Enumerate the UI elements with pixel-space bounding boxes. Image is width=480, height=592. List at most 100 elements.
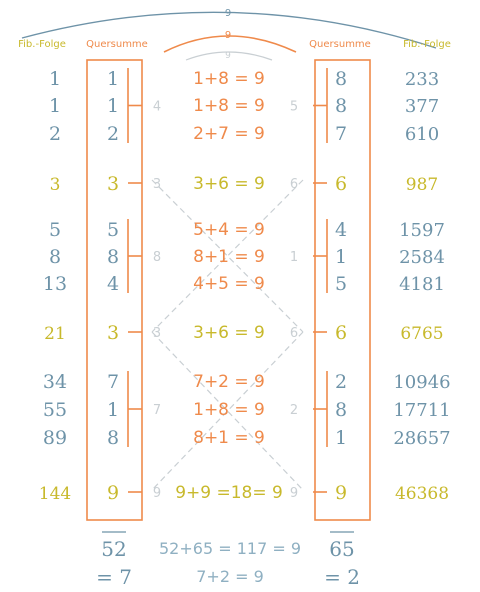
digit-sum-left-value: 5: [107, 219, 119, 241]
sum-left-result: = 7: [96, 565, 132, 589]
digit-sum-right-value: 2: [335, 371, 347, 393]
digit-sum-right-value: 5: [335, 273, 347, 295]
sum-left: 52: [101, 537, 126, 561]
pair-equation: 1+8 = 9: [193, 96, 265, 116]
pair-equation: 2+7 = 9: [193, 124, 265, 144]
fib-left-value: 13: [43, 273, 67, 295]
digit-sum-left-value: 1: [107, 95, 119, 117]
table-row: 2 2 2+7 = 9 7 610: [49, 123, 439, 145]
digit-sum-right-value: 4: [335, 219, 347, 241]
header-qs-right: Quersumme: [309, 39, 371, 50]
fib-right-value: 233: [405, 69, 439, 90]
digit-sum-right-value: 1: [335, 427, 347, 449]
digit-sum-left-value: 1: [107, 68, 119, 90]
table-row: 21 3 3+6 = 9 6 6765: [44, 322, 443, 344]
left-digit-sum-box: [86, 59, 143, 521]
left-group-sum-label: 9: [153, 486, 161, 501]
digit-sum-right-value: 6: [335, 322, 347, 344]
pair-equation: 8+1 = 9: [193, 247, 265, 267]
digit-sum-left-value: 3: [107, 173, 119, 195]
digit-sum-left-value: 9: [107, 482, 119, 504]
digit-sum-right-value: 8: [335, 68, 347, 90]
right-group-sum-label: 5: [290, 100, 298, 115]
right-digit-sum-box: [314, 59, 371, 521]
sum-right-result: = 2: [324, 565, 360, 589]
fib-left-value: 55: [43, 399, 67, 421]
fib-left-value: 89: [43, 427, 67, 449]
cross-line-a: [151, 179, 304, 333]
pair-equation: 3+6 = 9: [193, 323, 265, 343]
pair-equation: 3+6 = 9: [193, 174, 265, 194]
right-group-sum-label: 2: [290, 403, 298, 418]
digit-sum-left-value: 4: [107, 273, 119, 295]
header-fib-left: Fib.-Folge: [18, 39, 66, 50]
fib-left-value: 21: [44, 324, 66, 344]
fib-left-value: 2: [49, 123, 61, 145]
right-group-sum-label: 6: [290, 177, 298, 192]
fib-left-value: 1: [49, 68, 61, 90]
right-group-sum-label: 9: [290, 486, 298, 501]
fib-right-value: 17711: [393, 400, 450, 421]
fib-right-value: 377: [405, 96, 439, 117]
pair-equation: 4+5 = 9: [193, 274, 265, 294]
middle-arc-label: 9: [225, 30, 231, 41]
right-group-sum-label: 6: [290, 326, 298, 341]
fib-left-value: 144: [39, 484, 71, 504]
inner-arc: [185, 51, 273, 61]
header-qs-left: Quersumme: [86, 39, 148, 50]
table-row: 13 4 4+5 = 9 5 4181: [43, 273, 445, 295]
digit-sum-right-value: 9: [335, 482, 347, 504]
digit-sum-right-value: 7: [335, 123, 347, 145]
center-equation-2: 7+2 = 9: [196, 567, 264, 586]
digit-sum-left-value: 2: [107, 123, 119, 145]
fib-left-value: 3: [50, 175, 61, 195]
inner-arc-label: 9: [225, 51, 231, 61]
outer-arc-label: 9: [225, 8, 231, 19]
digit-sum-left-value: 8: [107, 246, 119, 268]
left-group-sum-label: 7: [153, 403, 161, 418]
fib-right-value: 987: [406, 175, 438, 195]
digit-sum-right-value: 6: [335, 173, 347, 195]
table-row: 8 8 8+1 = 9 1 2584: [49, 246, 445, 268]
digit-sum-left-value: 8: [107, 427, 119, 449]
fib-right-value: 4181: [399, 274, 445, 295]
pair-equation: 7+2 = 9: [193, 372, 265, 392]
fib-right-value: 28657: [393, 428, 450, 449]
table-row: 5 5 5+4 = 9 4 1597: [49, 219, 445, 241]
fib-right-value: 46368: [395, 484, 449, 504]
left-group-sum-label: 3: [153, 326, 161, 341]
pair-equation: 9+9 =18= 9: [175, 483, 283, 503]
digit-sum-right-value: 1: [335, 246, 347, 268]
right-group-sum-label: 1: [290, 250, 298, 265]
pair-equation: 5+4 = 9: [193, 220, 265, 240]
fib-left-value: 5: [49, 219, 61, 241]
digit-sum-right-value: 8: [335, 95, 347, 117]
fib-left-value: 34: [43, 371, 67, 393]
cross-line-b: [151, 179, 304, 333]
fib-right-value: 10946: [393, 372, 450, 393]
table-row: 144 9 9+9 =18= 9 9 46368: [39, 482, 449, 504]
sum-right: 65: [329, 537, 354, 561]
outer-arc: [21, 11, 437, 49]
cross-line-c: [151, 331, 304, 491]
fib-right-value: 2584: [399, 247, 445, 268]
fib-right-value: 6765: [400, 324, 443, 344]
middle-arc: [163, 35, 297, 53]
digit-sum-left-value: 1: [107, 399, 119, 421]
fib-left-value: 1: [49, 95, 61, 117]
pair-equation: 1+8 = 9: [193, 400, 265, 420]
fib-right-value: 610: [405, 124, 439, 145]
center-equation-1: 52+65 = 117 = 9: [159, 539, 301, 558]
digit-sum-left-value: 3: [107, 322, 119, 344]
table-row: 3 3 3+6 = 9 6 987: [50, 173, 439, 195]
left-group-sum-label: 4: [153, 100, 161, 115]
fib-left-value: 8: [49, 246, 61, 268]
fib-right-value: 1597: [399, 220, 445, 241]
left-group-sum-label: 8: [153, 250, 161, 265]
